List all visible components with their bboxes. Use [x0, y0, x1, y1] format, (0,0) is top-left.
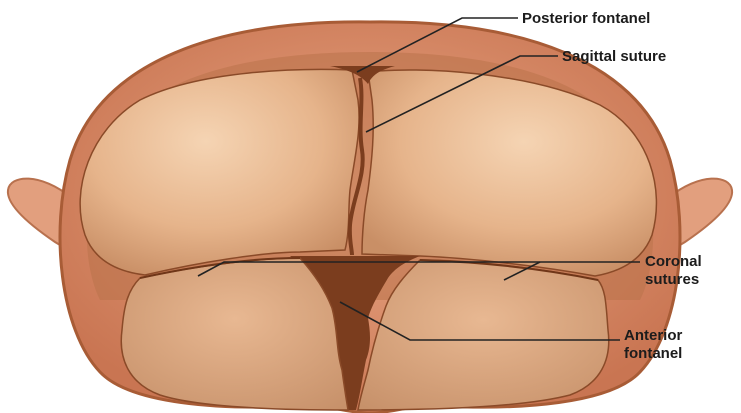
label-anterior-line1: Anterior — [624, 327, 683, 344]
label-sagittal-suture: Sagittal suture — [562, 48, 666, 65]
label-coronal-line1: Coronal — [645, 253, 702, 270]
label-anterior-line2: fontanel — [624, 345, 682, 362]
left-frontal-bone — [121, 258, 348, 410]
label-coronal-line2: sutures — [645, 271, 699, 288]
label-posterior-fontanel: Posterior fontanel — [522, 10, 650, 27]
